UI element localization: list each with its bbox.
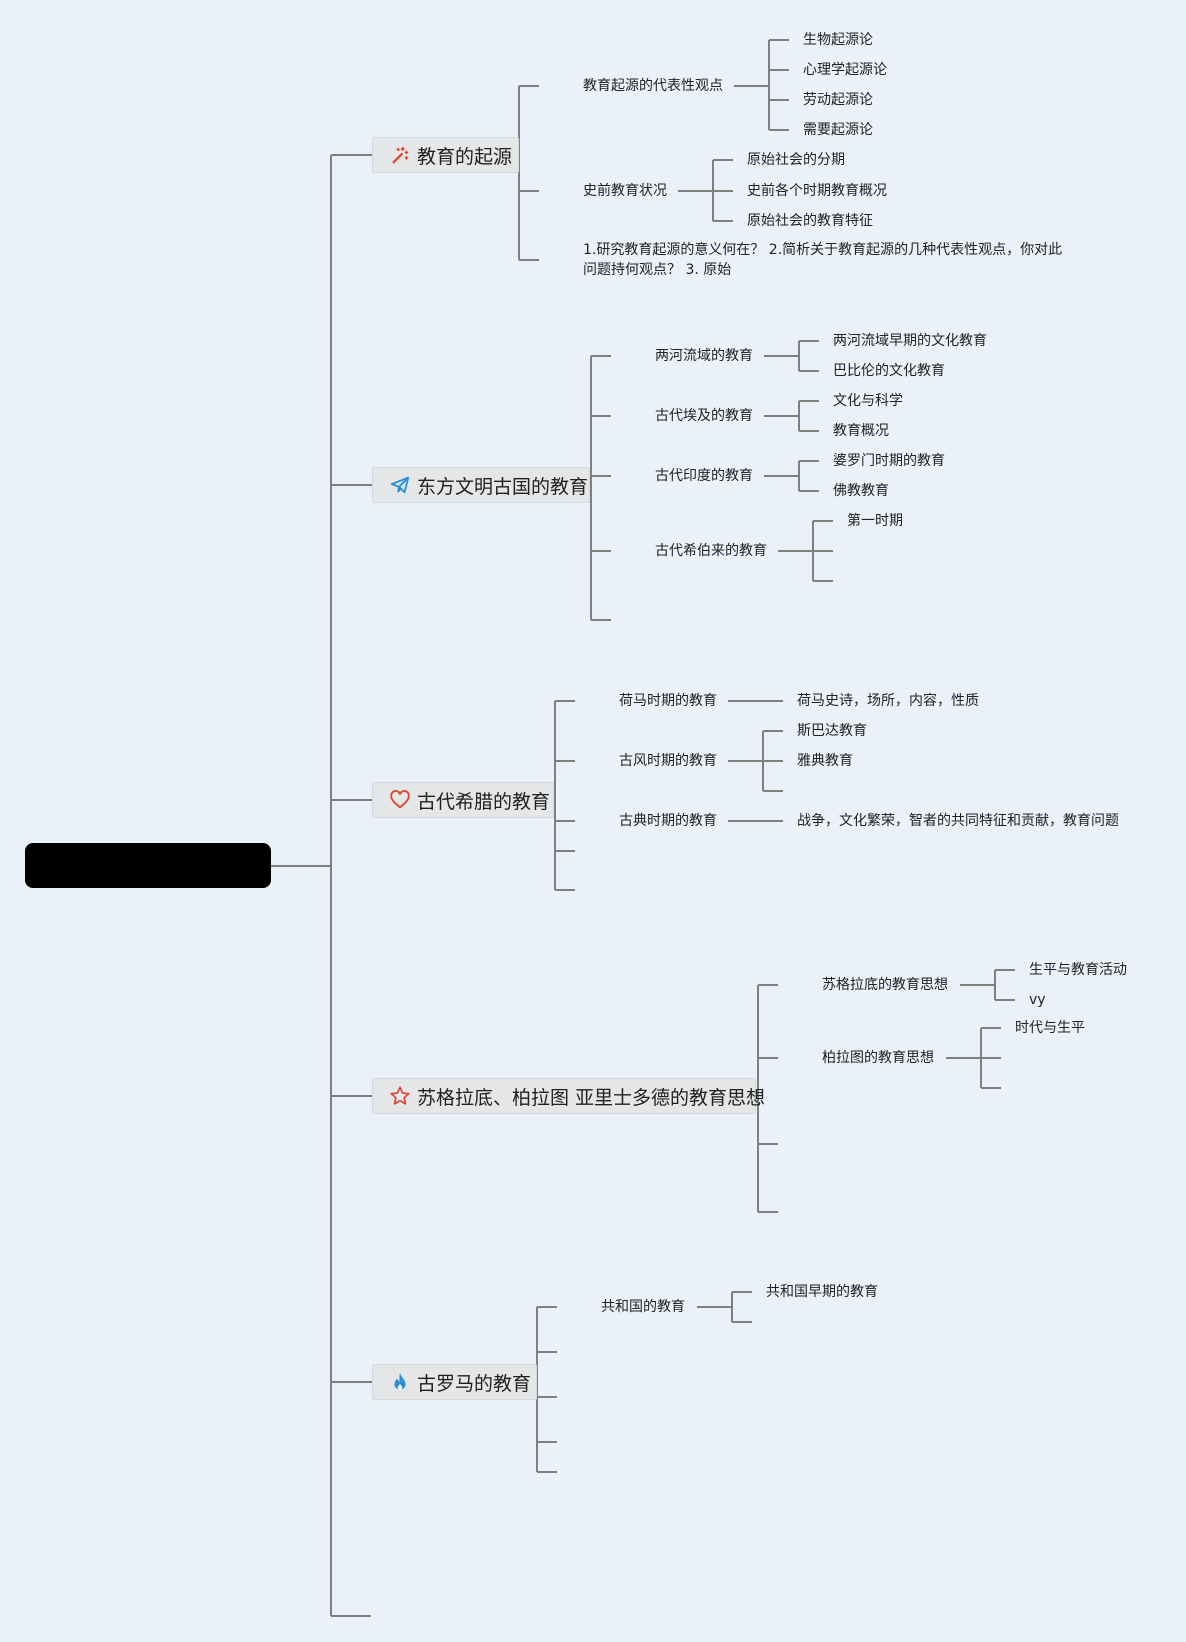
branch-3-child-1-sub-1[interactable]: 荷马史诗，场所，内容，性质 <box>797 693 979 709</box>
branch-3-child-3-sub-1[interactable]: 战争，文化繁荣，智者的共同特征和贡献，教育问题 <box>797 813 1119 829</box>
branch-4-child-1-sub-1[interactable]: 生平与教育活动 <box>1029 962 1127 978</box>
branch-2-child-2-sub-1[interactable]: 文化与科学 <box>833 393 903 409</box>
branch-5-title: 古罗马的教育 <box>417 1372 532 1395</box>
branch-1-child-1-sub-2[interactable]: 心理学起源论 <box>803 62 887 78</box>
branch-1-child-2-sub-3[interactable]: 原始社会的教育特征 <box>747 213 873 229</box>
branch-2-child-4-sub-1[interactable]: 第一时期 <box>847 513 903 529</box>
branch-2-title: 东方文明古国的教育 <box>417 475 589 498</box>
branch-3-title: 古代希腊的教育 <box>417 790 551 813</box>
branch-4-child-2-sub-1[interactable]: 时代与生平 <box>1015 1020 1085 1036</box>
branch-1-child-2-sub-2[interactable]: 史前各个时期教育概况 <box>747 183 887 199</box>
branch-2-child-2-sub-2[interactable]: 教育概况 <box>833 423 889 439</box>
heart-icon <box>389 789 411 811</box>
flame-icon <box>389 1371 411 1393</box>
magic-wand-icon <box>389 144 411 166</box>
branch-3-topic[interactable]: 古代希腊的教育 <box>372 782 554 818</box>
branch-3-child-3[interactable]: 古典时期的教育 <box>619 813 717 829</box>
branch-1-child-1-sub-3[interactable]: 劳动起源论 <box>803 92 873 108</box>
star-icon <box>389 1085 411 1107</box>
branch-1-child-1[interactable]: 教育起源的代表性观点 <box>583 78 723 94</box>
branch-2-child-3-sub-1[interactable]: 婆罗门时期的教育 <box>833 453 945 469</box>
branch-1-child-2-sub-1[interactable]: 原始社会的分期 <box>747 152 845 168</box>
branch-2-child-1-sub-2[interactable]: 巴比伦的文化教育 <box>833 363 945 379</box>
branch-5-child-1[interactable]: 共和国的教育 <box>601 1299 685 1315</box>
root-topic[interactable] <box>25 843 271 888</box>
branch-3-child-1[interactable]: 荷马时期的教育 <box>619 693 717 709</box>
branch-4-child-2[interactable]: 柏拉图的教育思想 <box>822 1050 934 1066</box>
branch-1-child-1-sub-4[interactable]: 需要起源论 <box>803 122 873 138</box>
branch-3-child-2-sub-1[interactable]: 斯巴达教育 <box>797 723 867 739</box>
branch-4-child-1-sub-2[interactable]: vy <box>1029 992 1046 1008</box>
branch-2-child-4[interactable]: 古代希伯来的教育 <box>655 543 767 559</box>
branch-2-child-1[interactable]: 两河流域的教育 <box>655 348 753 364</box>
branch-3-child-2[interactable]: 古风时期的教育 <box>619 753 717 769</box>
branch-2-child-3-sub-2[interactable]: 佛教教育 <box>833 483 889 499</box>
branch-5-child-1-sub-1[interactable]: 共和国早期的教育 <box>766 1284 878 1300</box>
branch-2-child-1-sub-1[interactable]: 两河流域早期的文化教育 <box>833 333 987 349</box>
branch-2-topic[interactable]: 东方文明古国的教育 <box>372 467 590 503</box>
branch-1-child-1-sub-1[interactable]: 生物起源论 <box>803 32 873 48</box>
branch-3-child-2-sub-2[interactable]: 雅典教育 <box>797 753 853 769</box>
paper-plane-icon <box>389 474 411 496</box>
branch-4-topic[interactable]: 苏格拉底、柏拉图 亚里士多德的教育思想 <box>372 1078 765 1114</box>
branch-2-child-3[interactable]: 古代印度的教育 <box>655 468 753 484</box>
branch-4-child-1[interactable]: 苏格拉底的教育思想 <box>822 977 948 993</box>
branch-1-topic[interactable]: 教育的起源 <box>372 137 519 173</box>
branch-1-child-3[interactable]: 1.研究教育起源的意义何在？ 2.简析关于教育起源的几种代表性观点，你对此问题持… <box>583 242 1063 278</box>
branch-1-title: 教育的起源 <box>417 145 513 168</box>
branch-4-title: 苏格拉底、柏拉图 亚里士多德的教育思想 <box>417 1086 766 1109</box>
branch-2-child-2[interactable]: 古代埃及的教育 <box>655 408 753 424</box>
branch-1-child-2[interactable]: 史前教育状况 <box>583 183 667 199</box>
branch-5-topic[interactable]: 古罗马的教育 <box>372 1364 537 1400</box>
